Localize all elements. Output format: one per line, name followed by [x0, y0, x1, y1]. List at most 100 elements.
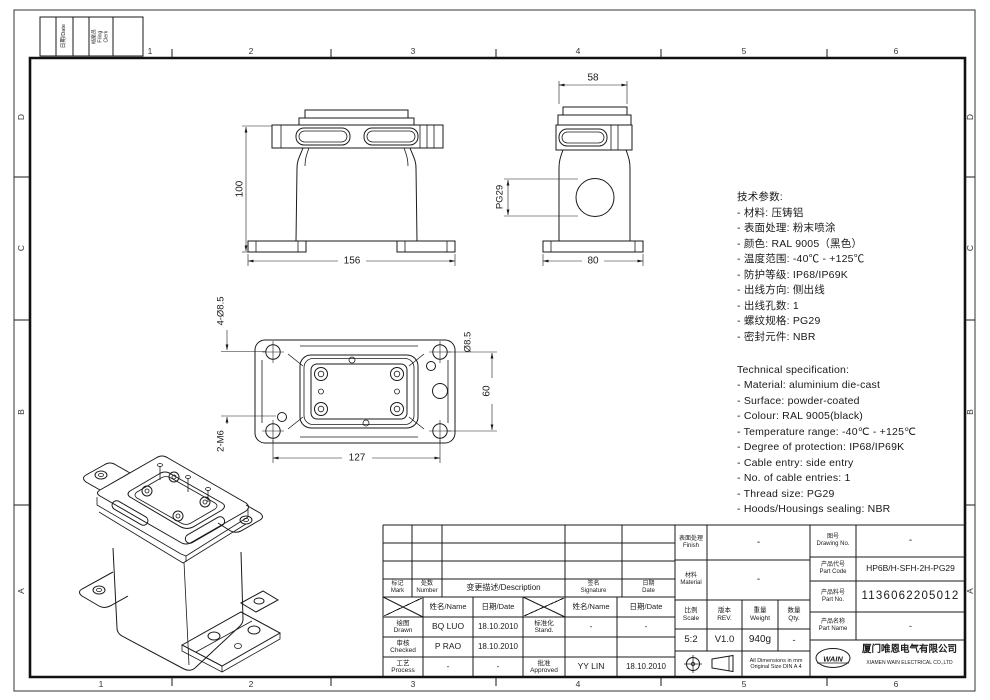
sig-header-date2: 日期/Date	[629, 601, 663, 611]
zone-right-C: C	[965, 245, 975, 251]
rev-header-number: 处数 Number	[416, 581, 438, 594]
sign-name-checked: P RAO	[434, 641, 462, 652]
scale-label: 比例 Scale	[682, 607, 700, 622]
front-view: 100 156	[235, 110, 456, 267]
zone-top-6: 6	[894, 46, 899, 56]
filing-clerk-label: 档案员 Filing Clerk	[91, 29, 109, 45]
rev-label: 版本 REV.	[717, 607, 732, 622]
specs-en-title: Technical specification:	[737, 363, 850, 376]
plan-view: 4-Ø8.5 2-M6 Ø8.5 60 127	[216, 296, 498, 464]
sign-date-stand: -	[644, 621, 648, 631]
first-angle-projection-icon	[684, 655, 733, 673]
dim-plan-corner-holes: 4-Ø8.5	[216, 296, 227, 325]
dim-side-top-width: 58	[587, 73, 599, 84]
sign-date-checked: 18.10.2010	[477, 641, 519, 651]
zone-left-D: D	[16, 114, 26, 120]
spec-en-item: - Cable entry: side entry	[737, 456, 854, 469]
filing-date-cell: 日期/Date	[56, 17, 73, 56]
dim-plan-side-hole: Ø8.5	[463, 332, 474, 353]
company-name-cn: 厦门唯恩电气有限公司	[861, 643, 957, 655]
company-name-en: XIAMEN WAIN ELECTRICAL CO.,LTD	[866, 660, 953, 667]
rev-header-mark: 标记 Mark	[390, 581, 405, 594]
dim-front-width: 156	[344, 256, 361, 267]
zone-bottom-4: 4	[576, 679, 581, 689]
scale-value: 5:2	[684, 633, 698, 645]
sig-header-name: 姓名/Name	[429, 601, 467, 611]
part-name-value: -	[909, 620, 912, 631]
zone-right-D: D	[965, 114, 975, 120]
spec-en-item: - No. of cable entries: 1	[737, 472, 851, 485]
diagonal-cell	[384, 598, 422, 616]
sign-name-drawn: BQ LUO	[431, 621, 465, 632]
diagonal-cell	[524, 598, 564, 616]
dimensions-note: All Dimensions in mm Original Size DIN A…	[749, 657, 803, 670]
sign-role-stand: 标准化 Stand.	[534, 619, 554, 634]
zone-bottom-5: 5	[742, 679, 747, 689]
dim-plan-thread-holes: 2-M6	[216, 430, 227, 452]
finish-label: 表面处理 Finish	[678, 535, 703, 549]
zone-bottom-2: 2	[249, 679, 254, 689]
rev-header-date: 日期 Date	[642, 581, 655, 594]
spec-cn-item: - 出线方向: 侧出线	[737, 284, 825, 297]
wain-logo-text: WAIN	[823, 655, 843, 664]
dim-side-thread: PG29	[495, 185, 506, 209]
zone-bottom-3: 3	[411, 679, 416, 689]
sign-role-drawn: 绘图 Drawn	[393, 619, 413, 634]
spec-en-item: - Thread size: PG29	[737, 487, 835, 500]
zone-top-5: 5	[742, 46, 747, 56]
dim-front-height: 100	[235, 180, 246, 197]
zone-bottom-6: 6	[894, 679, 899, 689]
qty-label: 数量 Qty.	[787, 607, 801, 622]
sign-name-process: -	[446, 661, 450, 672]
weight-label: 重量 Weight	[749, 607, 771, 622]
isometric-view	[80, 456, 281, 672]
sig-header-date: 日期/Date	[481, 601, 515, 611]
sign-role-approved: 批准 Approved	[530, 659, 558, 674]
spec-en-item: - Surface: powder-coated	[737, 394, 860, 407]
zone-bottom-1: 1	[99, 679, 104, 689]
drawing-no-label: 图号 Drawing No.	[816, 534, 850, 547]
sign-date-process: -	[496, 661, 500, 671]
sign-name-stand: -	[589, 621, 593, 632]
spec-cn-item: - 螺纹规格: PG29	[737, 315, 821, 328]
sign-name-approved: YY LIN	[577, 661, 605, 672]
qty-value: -	[792, 634, 796, 645]
rev-header-signature: 签名 Signature	[580, 581, 607, 594]
finish-value: -	[756, 536, 761, 548]
zone-top-4: 4	[576, 46, 581, 56]
spec-cn-item: - 密封元件: NBR	[737, 330, 816, 343]
spec-cn-item: - 温度范围: -40℃ - +125℃	[737, 253, 865, 266]
zone-left-C: C	[16, 245, 26, 251]
zone-top-1: 1	[148, 46, 153, 56]
sign-role-process: 工艺 Process	[391, 659, 415, 674]
material-value: -	[756, 574, 761, 586]
part-name-label: 产品名称 Part Name	[818, 619, 848, 632]
zone-left-B: B	[16, 409, 26, 415]
zone-top-2: 2	[249, 46, 254, 56]
filing-date-label: 日期/Date	[61, 24, 68, 49]
specs-english: Technical specification: - Material: alu…	[737, 362, 977, 517]
spec-cn-item: - 材料: 压铸铝	[737, 206, 804, 219]
drawing-no-value: -	[908, 535, 913, 547]
rev-value: V1.0	[714, 633, 735, 645]
sheet-frame	[14, 10, 975, 691]
sign-date-drawn: 18.10.2010	[477, 621, 519, 631]
spec-cn-item: - 出线孔数: 1	[737, 299, 799, 312]
specs-chinese: 技术参数: - 材料: 压铸铝 - 表面处理: 粉末喷涂 - 颜色: RAL 9…	[737, 189, 967, 344]
part-no-value: 1136062205012	[861, 590, 960, 603]
filing-clerk-cell: 档案员 Filing Clerk	[89, 17, 113, 56]
specs-cn-title: 技术参数:	[737, 191, 783, 204]
weight-value: 940g	[748, 634, 772, 646]
part-code-label: 产品代号 Part Code	[819, 562, 847, 575]
spec-en-item: - Degree of protection: IP68/IP69K	[737, 441, 905, 454]
spec-cn-item: - 防护等级: IP68/IP69K	[737, 268, 848, 281]
part-no-label: 产品料号 Part No.	[820, 589, 845, 603]
spec-cn-item: - 表面处理: 粉末喷涂	[737, 222, 836, 235]
side-view: 58 PG29 80	[495, 73, 644, 267]
spec-cn-item: - 颜色: RAL 9005（黑色）	[737, 237, 863, 250]
zone-right-A: A	[965, 588, 975, 594]
sign-date-approved: 18.10.2010	[625, 661, 667, 671]
material-label: 材料 Material	[680, 573, 702, 586]
